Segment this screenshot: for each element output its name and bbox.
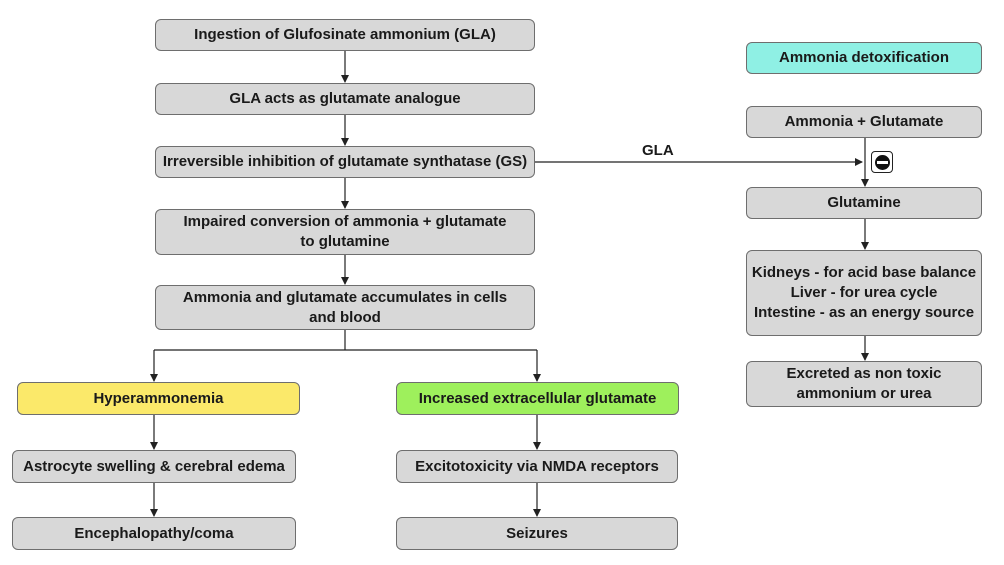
extracellular-glutamate-box: Increased extracellular glutamate	[396, 382, 679, 415]
encephalopathy-box: Encephalopathy/coma	[12, 517, 296, 550]
no-entry-icon	[871, 151, 893, 173]
analogue-box: GLA acts as glutamate analogue	[155, 83, 535, 115]
excreted-box: Excreted as non toxic ammonium or urea	[746, 361, 982, 407]
ingestion-box: Ingestion of Glufosinate ammonium (GLA)	[155, 19, 535, 51]
inhibition-box: Irreversible inhibition of glutamate syn…	[155, 146, 535, 178]
hyperammonemia-box: Hyperammonemia	[17, 382, 300, 415]
seizures-box: Seizures	[396, 517, 678, 550]
glutamine-box: Glutamine	[746, 187, 982, 219]
gla-edge-label: GLA	[642, 142, 674, 159]
excitotoxicity-box: Excitotoxicity via NMDA receptors	[396, 450, 678, 483]
impaired-conversion-box: Impaired conversion of ammonia + glutama…	[155, 209, 535, 255]
detox-title-box: Ammonia detoxification	[746, 42, 982, 74]
astrocyte-swelling-box: Astrocyte swelling & cerebral edema	[12, 450, 296, 483]
ammonia-glutamate-box: Ammonia + Glutamate	[746, 106, 982, 138]
detox-uses-box: Kidneys - for acid base balance Liver - …	[746, 250, 982, 336]
accumulation-box: Ammonia and glutamate accumulates in cel…	[155, 285, 535, 330]
